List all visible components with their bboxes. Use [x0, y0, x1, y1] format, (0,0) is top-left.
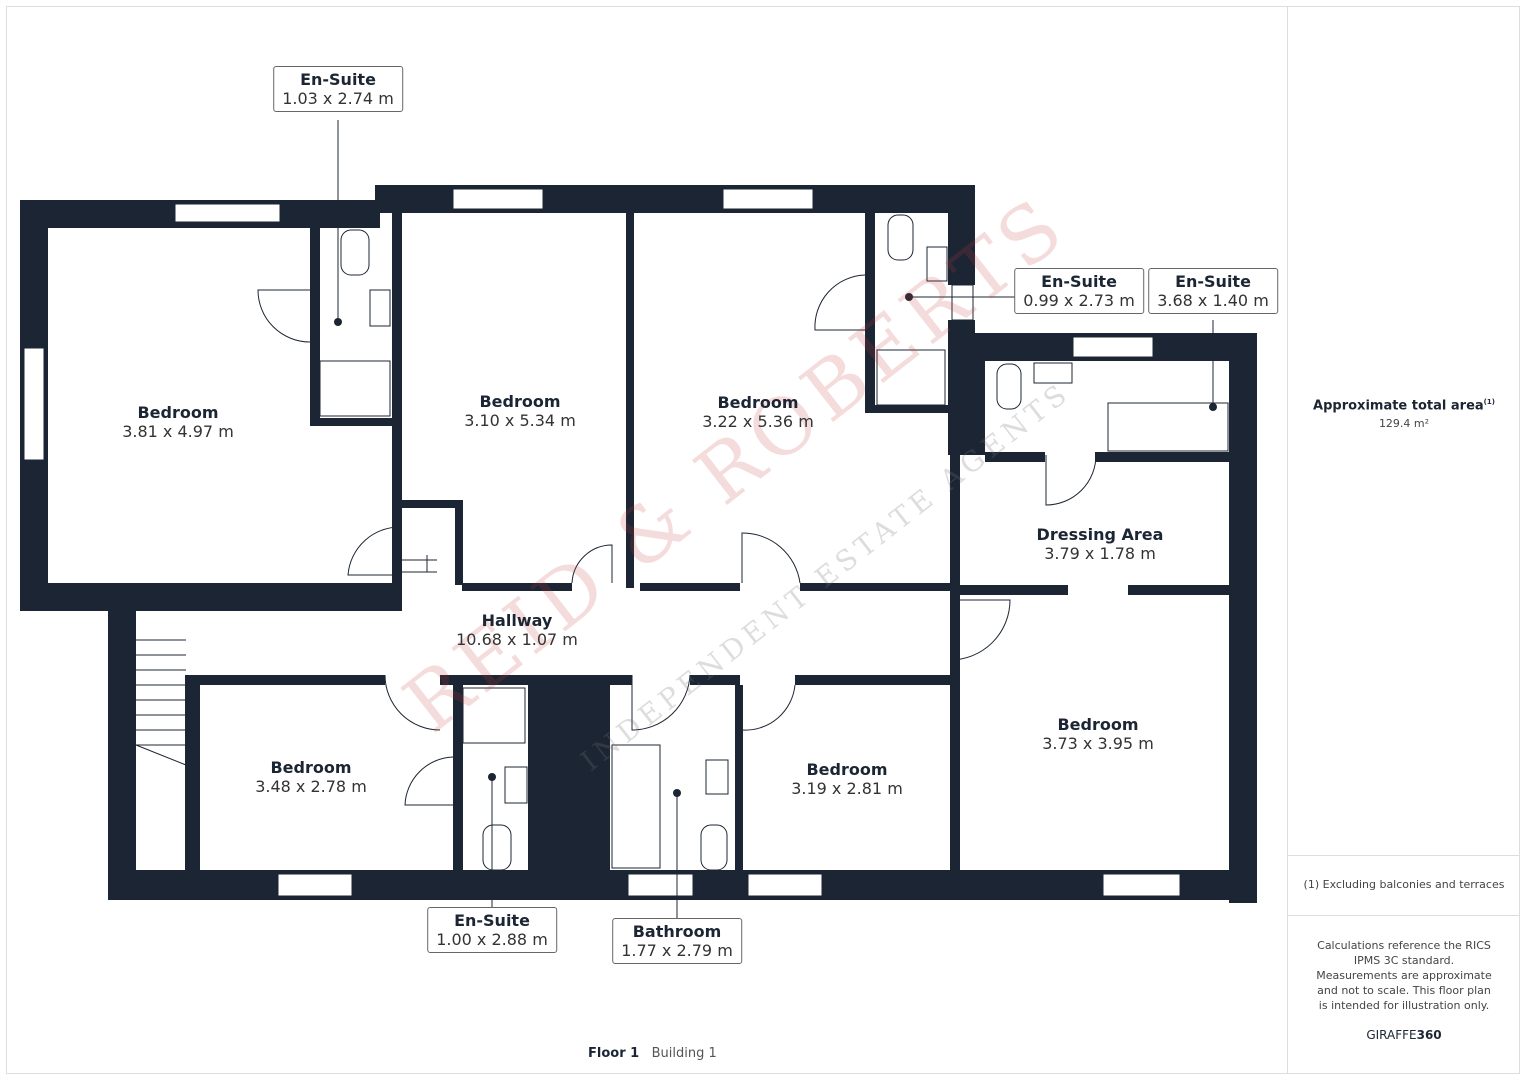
panel-divider-2 — [1288, 915, 1520, 916]
area-label: Approximate total area — [1313, 398, 1484, 414]
area-footnote-marker: (1) — [1483, 398, 1495, 406]
area-value: 129.4 m² — [1378, 417, 1430, 431]
page-frame — [6, 6, 1520, 1074]
floor-plan — [20, 120, 1257, 918]
floor-label: Floor 1 — [588, 1046, 640, 1061]
footnote: (1) Excluding balconies and terraces — [1303, 878, 1505, 891]
callout-dots — [334, 293, 1217, 797]
panel-divider-1 — [1288, 855, 1520, 856]
panel-divider — [1287, 6, 1288, 1074]
windows — [23, 188, 1181, 897]
building-label: Building 1 — [651, 1046, 717, 1061]
floor-caption: Floor 1 Building 1 — [588, 1046, 717, 1061]
disclaimer: Calculations reference the RICS IPMS 3C … — [1316, 939, 1492, 1012]
fixtures — [135, 214, 1229, 871]
giraffe360-logo: GIRAFFE360 — [1366, 1028, 1442, 1042]
area-summary: Approximate total area(1) 129.4 m² — [1288, 398, 1520, 430]
callout-leaders — [337, 120, 1214, 918]
